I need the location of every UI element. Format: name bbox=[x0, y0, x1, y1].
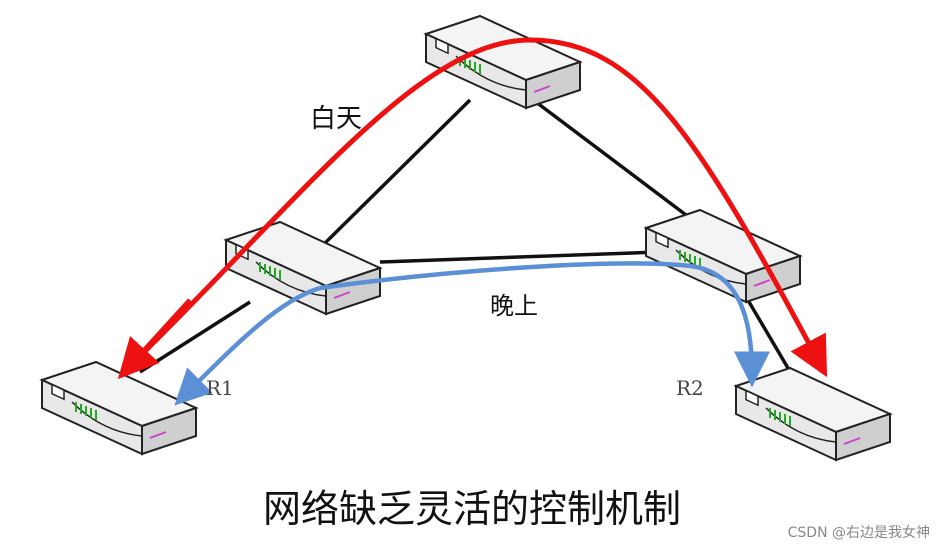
links bbox=[139, 94, 797, 381]
link-left-right bbox=[379, 250, 661, 264]
router-top-icon bbox=[425, 15, 581, 109]
link-right-r2 bbox=[740, 289, 797, 381]
link-top-left bbox=[318, 98, 472, 250]
night-label: 晚上 bbox=[490, 292, 538, 320]
link-top-right bbox=[526, 94, 692, 220]
watermark: CSDN @右边是我女神 bbox=[787, 525, 930, 541]
router-left-icon bbox=[225, 221, 381, 315]
router-r2-label: R2 bbox=[676, 376, 704, 400]
night-path-arrow-start bbox=[174, 285, 321, 406]
day-path-arrow-start bbox=[117, 298, 192, 380]
figure-caption: 网络缺乏灵活的控制机制 bbox=[262, 487, 681, 531]
day-path-arrow bbox=[126, 37, 828, 378]
day-label: 白天 bbox=[310, 104, 363, 134]
router-r2-icon bbox=[735, 367, 891, 461]
router-r1-icon bbox=[41, 361, 197, 455]
router-r1-label: R1 bbox=[206, 376, 234, 400]
night-path-arrow bbox=[319, 261, 770, 388]
